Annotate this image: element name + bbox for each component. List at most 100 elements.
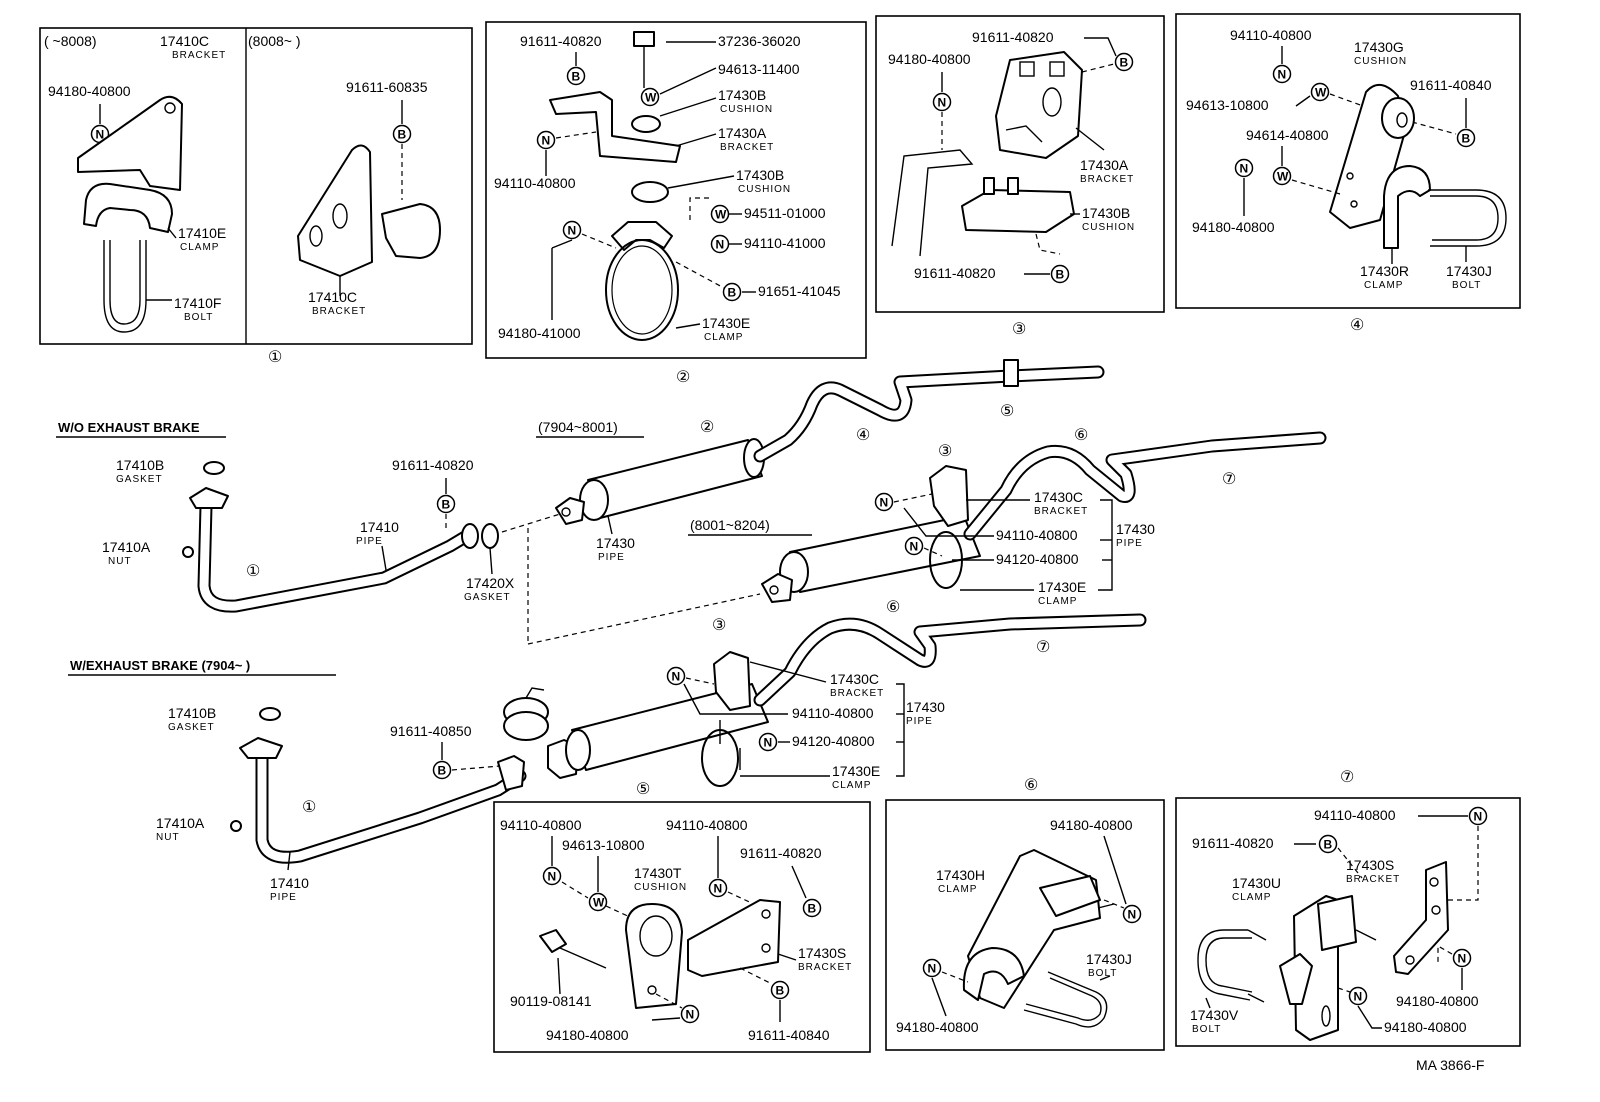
nut-17410a-w-part: 17410A: [156, 815, 205, 831]
box4-p8d: BOLT: [1452, 280, 1481, 291]
svg-text:B: B: [776, 984, 785, 998]
bolt-symbol-icon: B: [436, 494, 456, 514]
svg-text:B: B: [572, 70, 581, 84]
box5-p5: 91611-40820: [740, 845, 822, 861]
box-2: 91611-40820 B 37236-36020 W 94613-11400 …: [485, 21, 867, 359]
bracket-17430a: [549, 91, 681, 163]
svg-text:N: N: [880, 496, 889, 510]
box1-clamp-part: 17410E: [178, 225, 226, 241]
box1-bracket-desc: BRACKET: [172, 50, 226, 61]
box2-p6: 94110-40800: [494, 175, 576, 191]
svg-text:B: B: [1462, 132, 1471, 146]
box6-p1: 94180-40800: [1050, 817, 1133, 833]
bolt-symbol-icon: B: [566, 66, 586, 86]
nut-symbol-icon: N: [1452, 948, 1472, 968]
main-wo-exhaust-brake: W/O EXHAUST BRAKE 17410B GASKET 17410A N…: [56, 359, 1327, 645]
gasket-17420x-desc: GASKET: [464, 592, 511, 603]
clamp-17430h: [967, 849, 1101, 1009]
nut-symbol-icon: N: [1348, 986, 1368, 1006]
bolt-91611-40820: 91611-40820: [392, 457, 474, 473]
box1-bolt-part: 17410F: [174, 295, 221, 311]
bracket-17430s-box7: [1393, 861, 1449, 975]
box2-p3: 94613-11400: [718, 61, 800, 77]
svg-text:N: N: [672, 670, 681, 684]
callout-7-lower: ⑦: [1036, 639, 1050, 656]
cushion-17430b-upper: [631, 115, 661, 133]
gasket-17410b-desc: GASKET: [116, 474, 163, 485]
nut-symbol-icon: N: [562, 220, 582, 240]
svg-text:N: N: [716, 238, 725, 252]
range-7904-8001: (7904~8001): [538, 419, 618, 435]
callout-2-main: ②: [700, 419, 714, 436]
box2-p10: 91651-41045: [758, 283, 841, 299]
group-4-label: ④: [1350, 317, 1364, 334]
box6-p3d: BOLT: [1088, 968, 1117, 979]
box1-b-bolt: 91611-60835: [346, 79, 428, 95]
bracket-17430c-part: 17430C: [1034, 489, 1083, 505]
clamp-17430e-ring: [605, 239, 679, 341]
box7-p3: 17430S: [1346, 857, 1394, 873]
box5-p3: 94110-40800: [666, 817, 748, 833]
box5-p6d: BRACKET: [798, 962, 852, 973]
nut-symbol-icon: N: [922, 958, 942, 978]
nut-symbol-icon: N: [708, 878, 728, 898]
bolt-symbol-icon: B: [432, 760, 452, 780]
svg-text:N: N: [1128, 908, 1137, 922]
box2-p7: 17430B: [736, 167, 784, 183]
clamp-17430e-lower-desc: CLAMP: [832, 780, 871, 791]
cushion-17430b-lower: [631, 181, 669, 203]
cushion-17430b-box3: [961, 189, 1075, 233]
box5-p8: 94180-40800: [546, 1027, 629, 1043]
bracket-17430c-lower-desc: BRACKET: [830, 688, 884, 699]
box3-p1: 91611-40820: [972, 29, 1054, 45]
washer-symbol-icon: W: [1310, 82, 1330, 102]
nut-symbol-icon: N: [1234, 158, 1254, 178]
svg-text:B: B: [728, 286, 737, 300]
box7-p6: 94180-40800: [1396, 993, 1479, 1009]
box5-p6: 17430S: [798, 945, 846, 961]
pipe-17430-early-part: 17430: [596, 535, 635, 551]
bolt-symbol-icon: B: [392, 124, 412, 144]
callout-4-main: ④: [856, 427, 870, 444]
box-1: ( ~8008) 17410C BRACKET 94180-40800 N 17…: [39, 27, 473, 345]
svg-text:N: N: [1354, 990, 1363, 1004]
main-w-exhaust-brake: W/EXHAUST BRAKE (7904~ ) 17410B GASKET ①…: [68, 613, 1147, 903]
callout-6-upper: ⑥: [1074, 427, 1088, 444]
box4-p7d: CLAMP: [1364, 280, 1403, 291]
box4-p1: 94110-40800: [1230, 27, 1312, 43]
box1-bracket-part: 17410C: [160, 33, 209, 49]
bracket-17430c-upper: [929, 465, 969, 527]
callout-6-lower: ⑥: [886, 599, 900, 616]
nut-symbol-icon: N: [542, 866, 562, 886]
box1-b-bracket-desc: BRACKET: [312, 306, 366, 317]
group-6-label: ⑥: [1024, 777, 1038, 794]
group-3-label: ③: [1012, 321, 1026, 338]
box2-p9: 94110-41000: [744, 235, 826, 251]
box2-p12: 17430E: [702, 315, 750, 331]
svg-text:B: B: [1056, 268, 1065, 282]
box3-p4: 17430B: [1082, 205, 1130, 221]
pipe-17430-late-desc: PIPE: [1116, 538, 1143, 549]
box5-p1: 94110-40800: [500, 817, 582, 833]
muffler-17430-early: [587, 439, 763, 519]
washer-symbol-icon: W: [710, 204, 730, 224]
svg-text:B: B: [1324, 838, 1333, 852]
nut-17410a-w-desc: NUT: [156, 832, 180, 843]
box4-p6: 94180-40800: [1192, 219, 1275, 235]
figure-code: MA 3866-F: [1416, 1057, 1484, 1073]
box5-p2: 94613-10800: [562, 837, 645, 853]
svg-text:W: W: [715, 208, 727, 222]
callout-1-a: ①: [246, 563, 260, 580]
group-7-label: ⑦: [1340, 769, 1354, 786]
svg-text:N: N: [1474, 810, 1483, 824]
box4-p2d: CUSHION: [1354, 56, 1407, 67]
pipe-flange: [189, 487, 229, 509]
box1-bolt-desc: BOLT: [184, 312, 213, 323]
nut-symbol-icon: N: [758, 732, 778, 752]
frame-rail: [891, 149, 974, 257]
group-2-label: ②: [676, 369, 690, 386]
box5-p4d: CUSHION: [634, 882, 687, 893]
box4-p4: 91611-40840: [1410, 77, 1492, 93]
box6-p4: 94180-40800: [896, 1019, 979, 1035]
